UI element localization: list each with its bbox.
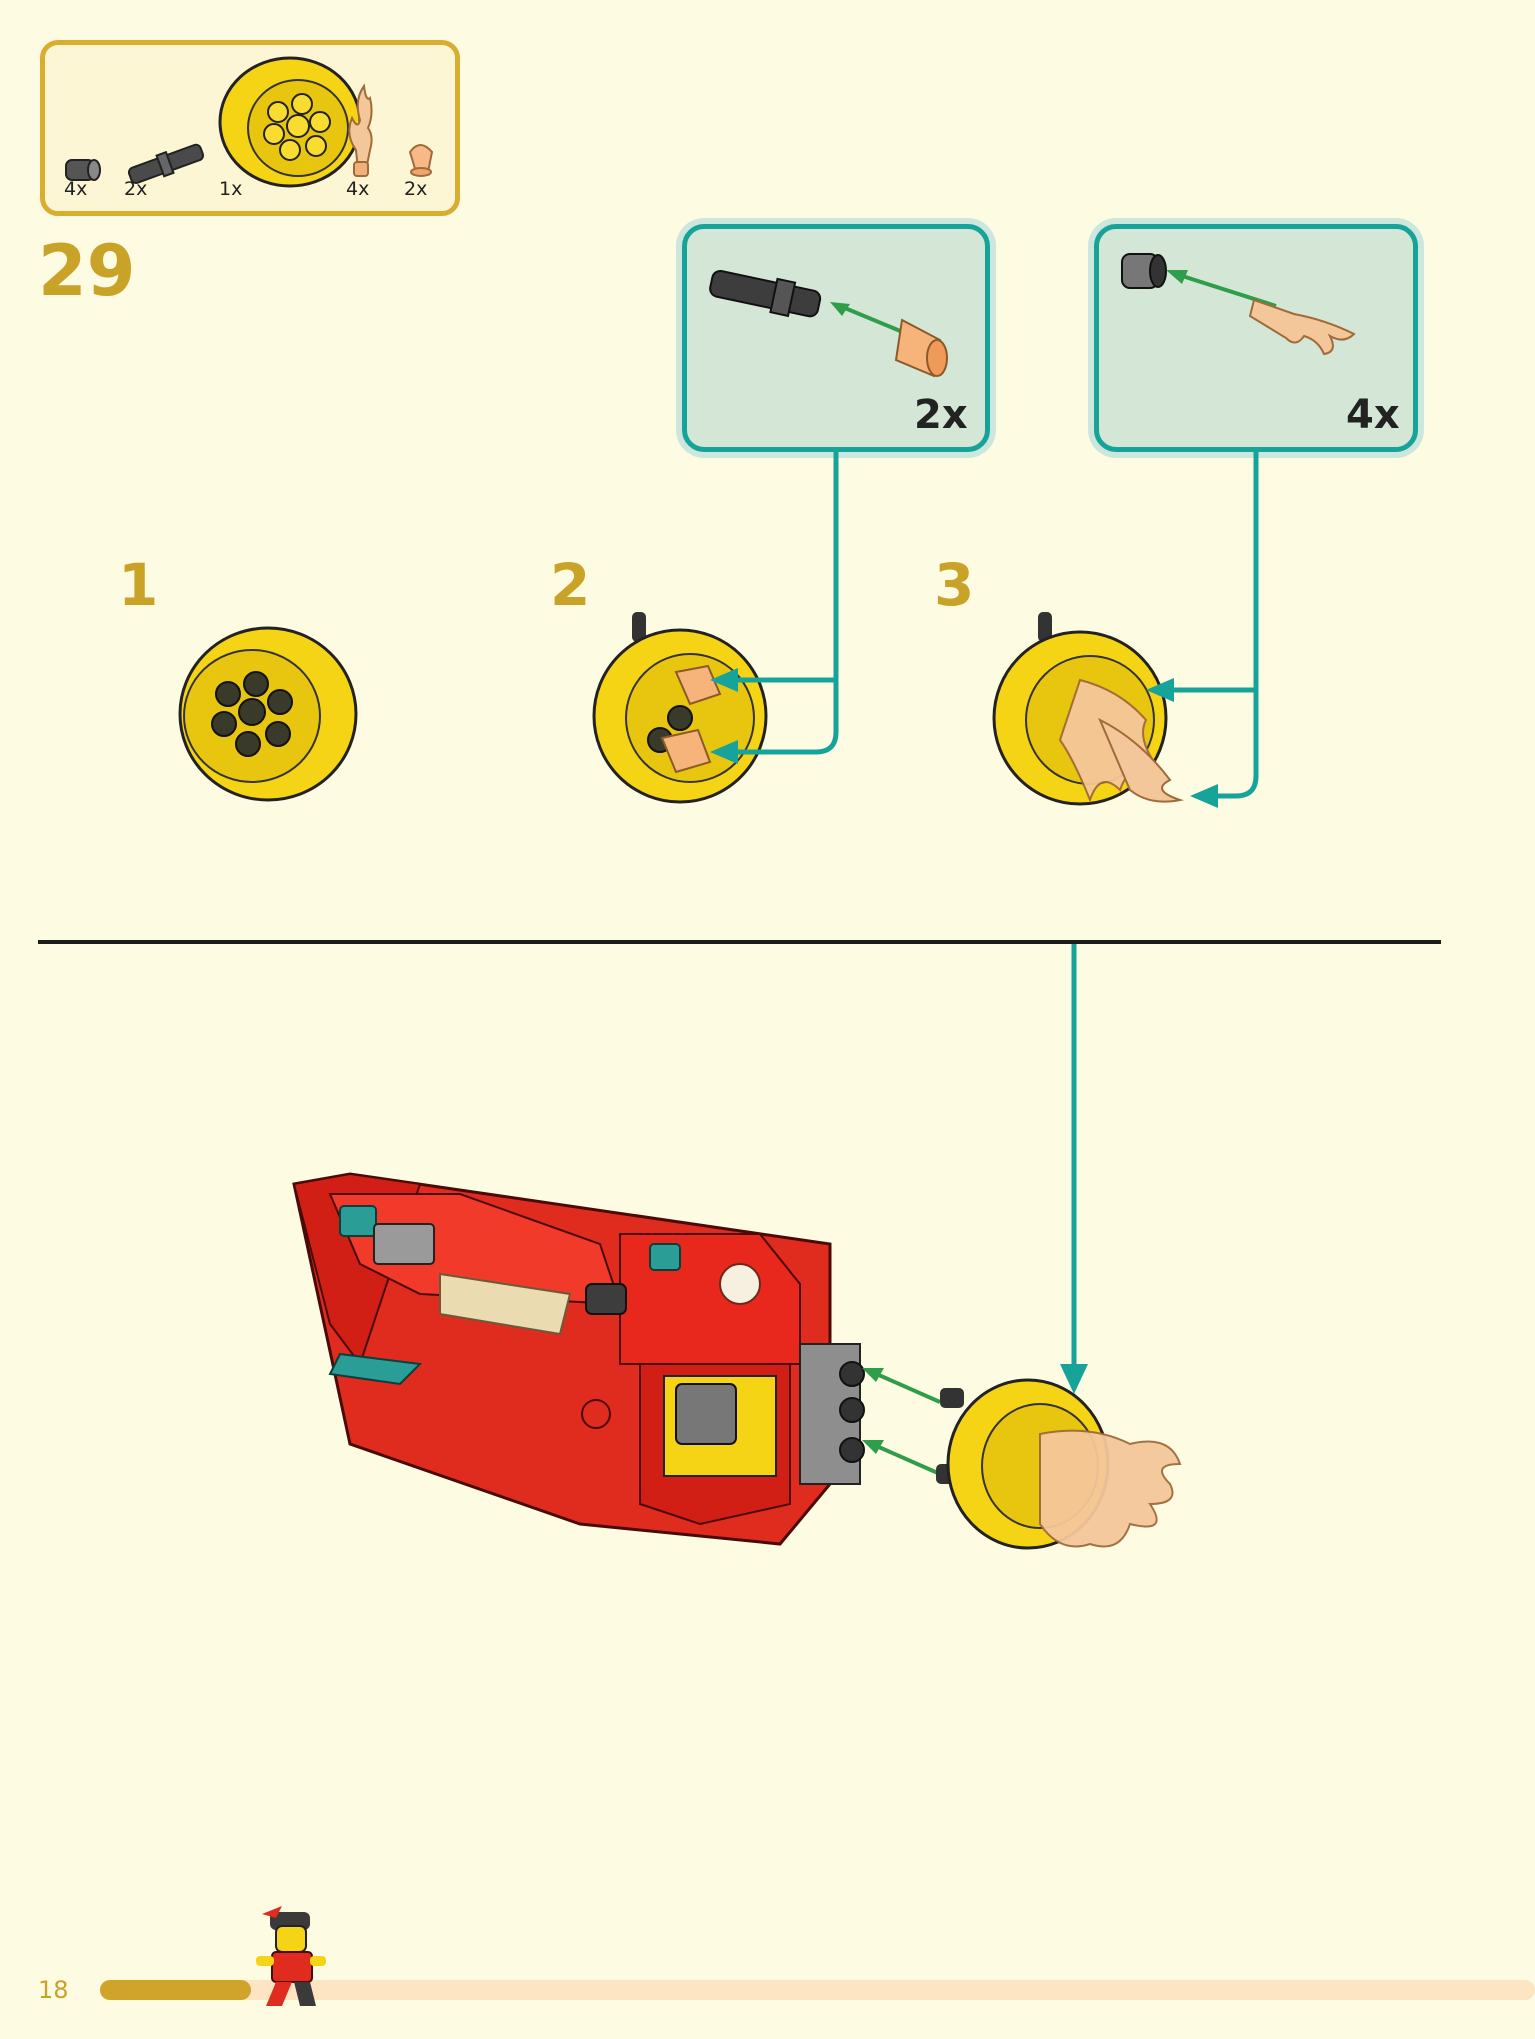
arrow-head-icon [830, 302, 850, 316]
page-number: 18 [38, 1976, 69, 2004]
parts-qty-2: 2x [124, 178, 148, 200]
parts-list-illustrations [65, 56, 434, 188]
substep-illustrations [178, 452, 1259, 808]
parts-qty-1: 4x [64, 178, 88, 200]
flame-piece-icon [348, 83, 373, 177]
wheel-dome-step-2 [592, 612, 768, 804]
axle-pin-connector-icon [65, 159, 101, 181]
parts-qty-4: 4x [346, 178, 370, 200]
section-divider [38, 940, 1441, 944]
wheel-dome-step-3 [992, 612, 1184, 806]
parts-qty-5: 2x [404, 178, 428, 200]
arrow-head-icon [862, 1440, 884, 1454]
trans-cone-icon [408, 144, 434, 177]
ninja-minifigure-icon [256, 1906, 326, 2006]
wheel-dome-icon [218, 56, 362, 188]
wheel-with-flames [936, 1378, 1182, 1550]
arrow-down-icon [1060, 1364, 1088, 1394]
callout-qty-1: 2x [914, 392, 968, 438]
progress-bar-fill [100, 1980, 251, 2000]
parts-qty-3: 1x [219, 178, 243, 200]
step-number: 29 [38, 230, 136, 312]
progress-bar-track [100, 1980, 1535, 2000]
callout-qty-2: 4x [1346, 392, 1400, 438]
arrow-head-icon [1166, 270, 1188, 284]
callout-2-illustration [1121, 253, 1356, 356]
substep-number-2: 2 [550, 551, 591, 619]
callout-1-illustration [709, 269, 948, 378]
callout-connectors [724, 452, 1259, 799]
red-boat-assembly [292, 1172, 865, 1546]
arrow-line [1175, 272, 1277, 308]
long-axle-pin-icon [127, 143, 205, 184]
wheel-dome-step-1 [178, 626, 358, 802]
substep-number-1: 1 [118, 551, 159, 619]
main-assembly-illustration [292, 944, 1182, 1550]
callout-box-1 [682, 224, 990, 452]
arrow-head-icon [862, 1368, 884, 1382]
arrow-head-icons [710, 668, 1218, 808]
substep-number-3: 3 [934, 551, 975, 619]
